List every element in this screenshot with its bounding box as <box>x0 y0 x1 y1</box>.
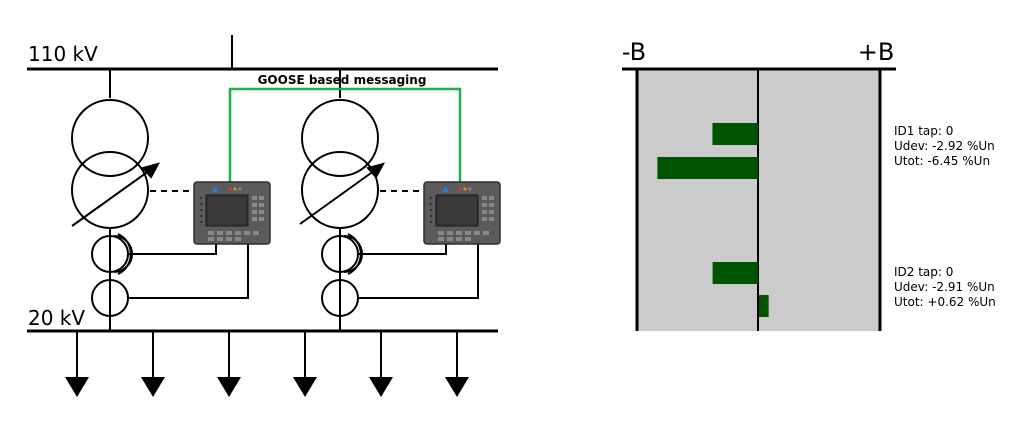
id2-utot-text: Utot: +0.62 %Un <box>894 295 996 309</box>
ied-relay-1 <box>193 181 271 245</box>
bus-110kv-label: 110 kV <box>28 42 98 66</box>
id1-tap-text: ID1 tap: 0 <box>894 124 953 138</box>
transformer-1 <box>71 69 249 331</box>
tap-changer-arrow-1 <box>71 167 154 227</box>
bar-id1-utot <box>657 157 758 179</box>
bar-id1-udev <box>712 123 758 145</box>
single-line-diagram <box>27 35 498 397</box>
bar-id2-utot <box>759 295 769 317</box>
id1-utot-text: Utot: -6.45 %Un <box>894 154 990 168</box>
plus-b-label: +B <box>858 38 895 66</box>
ied-relay-2 <box>423 181 501 245</box>
id2-tap-text: ID2 tap: 0 <box>894 265 953 279</box>
deviation-indicator: -B +B ID1 tap: 0 Udev: -2.92 %Un Utot: -… <box>622 38 996 331</box>
id2-udev-text: Udev: -2.91 %Un <box>894 280 995 294</box>
transformer-2 <box>299 69 479 331</box>
minus-b-label: -B <box>622 38 646 66</box>
bar-id2-udev <box>712 262 758 284</box>
id1-udev-text: Udev: -2.92 %Un <box>894 139 995 153</box>
tap-changer-arrow-2 <box>299 167 379 225</box>
bus-20kv-label: 20 kV <box>28 306 85 330</box>
feeders <box>65 331 469 397</box>
goose-link <box>228 87 462 184</box>
goose-label: GOOSE based messaging <box>258 73 427 87</box>
